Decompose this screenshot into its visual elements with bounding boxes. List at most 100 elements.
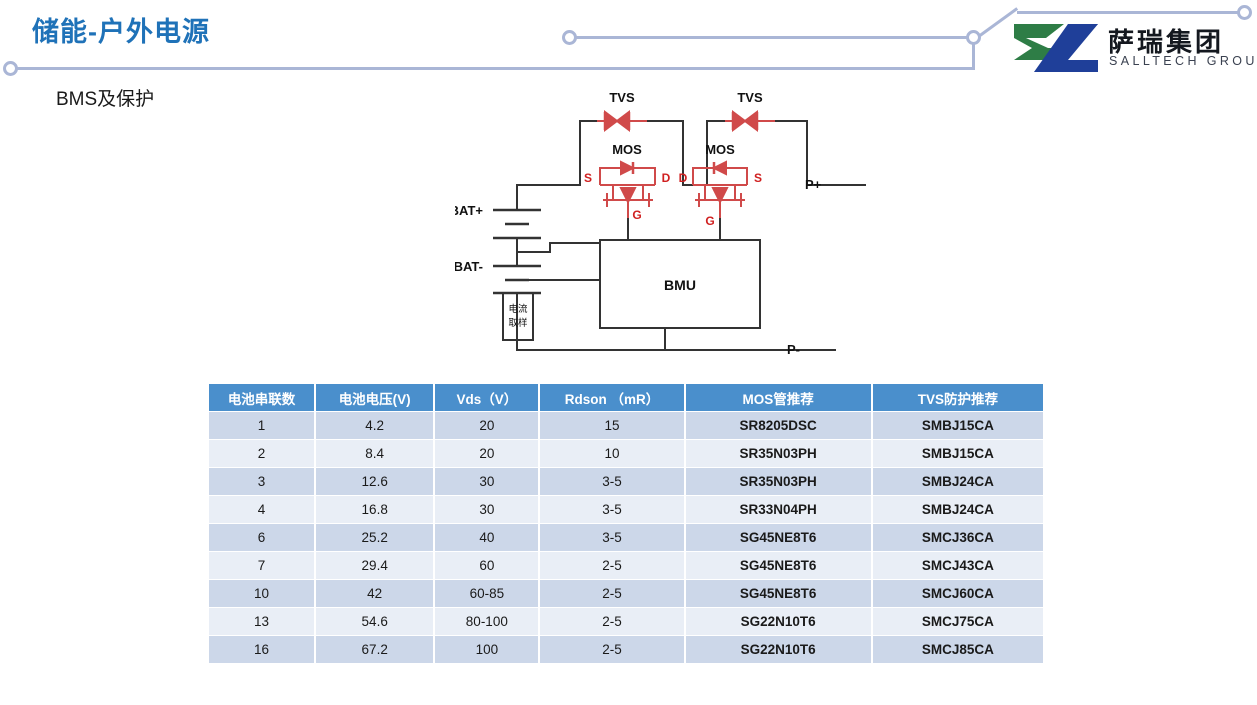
cell-vds: 60 bbox=[435, 552, 539, 579]
company-logo: 萨瑞集团 SALLTECH GROUP bbox=[1012, 22, 1257, 80]
deco-node-mid bbox=[562, 30, 577, 45]
cell-rdson: 3-5 bbox=[540, 496, 684, 523]
column-header-mos-recommend: MOS管推荐 bbox=[685, 384, 871, 411]
cell-vds: 60-85 bbox=[435, 580, 539, 607]
cell-battery-voltage: 8.4 bbox=[316, 440, 434, 467]
column-header-rdson: Rdson （mR） bbox=[540, 384, 684, 411]
circuit-diagram: TVS TVS MOS MOS S D G D S G BAT+ BAT- BM… bbox=[450, 88, 875, 373]
cell-mos-part: SR35N03PH bbox=[685, 440, 871, 467]
deco-node-right bbox=[966, 30, 981, 45]
deco-node-left bbox=[3, 61, 18, 76]
cell-rdson: 2-5 bbox=[540, 608, 684, 635]
cell-series-count: 16 bbox=[209, 636, 315, 663]
cell-mos-part: SG45NE8T6 bbox=[685, 552, 871, 579]
deco-line-lower bbox=[17, 67, 975, 70]
cell-tvs-part: SMBJ24CA bbox=[872, 468, 1043, 495]
cell-vds: 20 bbox=[435, 412, 539, 439]
cell-tvs-part: SMBJ24CA bbox=[872, 496, 1043, 523]
cell-rdson: 3-5 bbox=[540, 524, 684, 551]
cell-vds: 100 bbox=[435, 636, 539, 663]
deco-node-far-right bbox=[1237, 5, 1252, 20]
mos-right-drain-label: D bbox=[679, 171, 688, 185]
logo-mark-icon bbox=[1014, 24, 1098, 72]
cell-tvs-part: SMCJ43CA bbox=[872, 552, 1043, 579]
column-header-series-count: 电池串联数 bbox=[209, 384, 315, 411]
mosfet-right-symbol bbox=[692, 160, 748, 218]
section-subtitle: BMS及保护 bbox=[56, 89, 155, 110]
cell-series-count: 2 bbox=[209, 440, 315, 467]
tvs-left-label: TVS bbox=[609, 90, 635, 105]
bat-plus-label: BAT+ bbox=[455, 203, 483, 218]
cell-series-count: 10 bbox=[209, 580, 315, 607]
cell-vds: 20 bbox=[435, 440, 539, 467]
cell-series-count: 4 bbox=[209, 496, 315, 523]
deco-line-vertical bbox=[972, 36, 975, 68]
cell-rdson: 3-5 bbox=[540, 468, 684, 495]
cell-battery-voltage: 54.6 bbox=[316, 608, 434, 635]
tvs-right-label: TVS bbox=[737, 90, 763, 105]
logo-company-name-en: SALLTECH GROUP bbox=[1109, 54, 1257, 68]
cell-series-count: 1 bbox=[209, 412, 315, 439]
deco-line-top-right bbox=[1017, 11, 1240, 14]
cell-rdson: 2-5 bbox=[540, 636, 684, 663]
mos-left-source-label: S bbox=[584, 171, 592, 185]
bat-minus-label: BAT- bbox=[455, 259, 483, 274]
circuit-schematic-svg: TVS TVS MOS MOS S D G D S G BAT+ BAT- BM… bbox=[450, 90, 866, 357]
table-row: 13 54.6 80-100 2-5 SG22N10T6 SMCJ75CA bbox=[209, 608, 1043, 635]
cell-battery-voltage: 16.8 bbox=[316, 496, 434, 523]
mos-right-gate-label: G bbox=[705, 214, 714, 228]
table-body: 1 4.2 20 15 SR8205DSC SMBJ15CA 2 8.4 20 … bbox=[209, 412, 1043, 663]
mos-right-source-label: S bbox=[754, 171, 762, 185]
table-row: 4 16.8 30 3-5 SR33N04PH SMBJ24CA bbox=[209, 496, 1043, 523]
column-header-tvs-recommend: TVS防护推荐 bbox=[872, 384, 1043, 411]
table-row: 6 25.2 40 3-5 SG45NE8T6 SMCJ36CA bbox=[209, 524, 1043, 551]
p-plus-label: P+ bbox=[805, 177, 822, 192]
cell-battery-voltage: 4.2 bbox=[316, 412, 434, 439]
cell-mos-part: SR8205DSC bbox=[685, 412, 871, 439]
bmu-label: BMU bbox=[664, 277, 696, 293]
cell-battery-voltage: 29.4 bbox=[316, 552, 434, 579]
logo-company-name-cn: 萨瑞集团 bbox=[1108, 27, 1225, 57]
shunt-label-line1: 电流 bbox=[508, 303, 528, 315]
column-header-battery-voltage: 电池电压(V) bbox=[316, 384, 434, 411]
table-row: 7 29.4 60 2-5 SG45NE8T6 SMCJ43CA bbox=[209, 552, 1043, 579]
battery-symbol bbox=[493, 208, 541, 295]
cell-battery-voltage: 67.2 bbox=[316, 636, 434, 663]
spec-table-wrapper: 电池串联数 电池电压(V) Vds（V） Rdson （mR） MOS管推荐 T… bbox=[207, 383, 1045, 664]
cell-series-count: 6 bbox=[209, 524, 315, 551]
cell-tvs-part: SMCJ85CA bbox=[872, 636, 1043, 663]
cell-vds: 80-100 bbox=[435, 608, 539, 635]
cell-tvs-part: SMCJ75CA bbox=[872, 608, 1043, 635]
deco-line-mid-top bbox=[576, 36, 969, 39]
cell-rdson: 2-5 bbox=[540, 580, 684, 607]
column-header-vds: Vds（V） bbox=[435, 384, 539, 411]
cell-vds: 30 bbox=[435, 496, 539, 523]
mos-left-label: MOS bbox=[612, 142, 642, 157]
cell-vds: 30 bbox=[435, 468, 539, 495]
table-row: 2 8.4 20 10 SR35N03PH SMBJ15CA bbox=[209, 440, 1043, 467]
tvs-left-symbol bbox=[597, 110, 647, 132]
mosfet-left-symbol bbox=[599, 160, 656, 218]
page-title: 储能-户外电源 bbox=[32, 17, 210, 47]
table-row: 3 12.6 30 3-5 SR35N03PH SMBJ24CA bbox=[209, 468, 1043, 495]
cell-battery-voltage: 12.6 bbox=[316, 468, 434, 495]
cell-rdson: 2-5 bbox=[540, 552, 684, 579]
cell-mos-part: SG22N10T6 bbox=[685, 636, 871, 663]
cell-vds: 40 bbox=[435, 524, 539, 551]
tvs-right-symbol bbox=[725, 110, 775, 132]
table-row: 1 4.2 20 15 SR8205DSC SMBJ15CA bbox=[209, 412, 1043, 439]
cell-battery-voltage: 25.2 bbox=[316, 524, 434, 551]
mos-left-drain-label: D bbox=[662, 171, 671, 185]
cell-mos-part: SR33N04PH bbox=[685, 496, 871, 523]
cell-series-count: 7 bbox=[209, 552, 315, 579]
cell-mos-part: SG22N10T6 bbox=[685, 608, 871, 635]
cell-tvs-part: SMBJ15CA bbox=[872, 412, 1043, 439]
cell-rdson: 15 bbox=[540, 412, 684, 439]
mos-right-label: MOS bbox=[705, 142, 735, 157]
cell-series-count: 3 bbox=[209, 468, 315, 495]
cell-tvs-part: SMBJ15CA bbox=[872, 440, 1043, 467]
spec-table: 电池串联数 电池电压(V) Vds（V） Rdson （mR） MOS管推荐 T… bbox=[207, 383, 1045, 664]
mos-left-gate-label: G bbox=[632, 208, 641, 222]
cell-tvs-part: SMCJ60CA bbox=[872, 580, 1043, 607]
